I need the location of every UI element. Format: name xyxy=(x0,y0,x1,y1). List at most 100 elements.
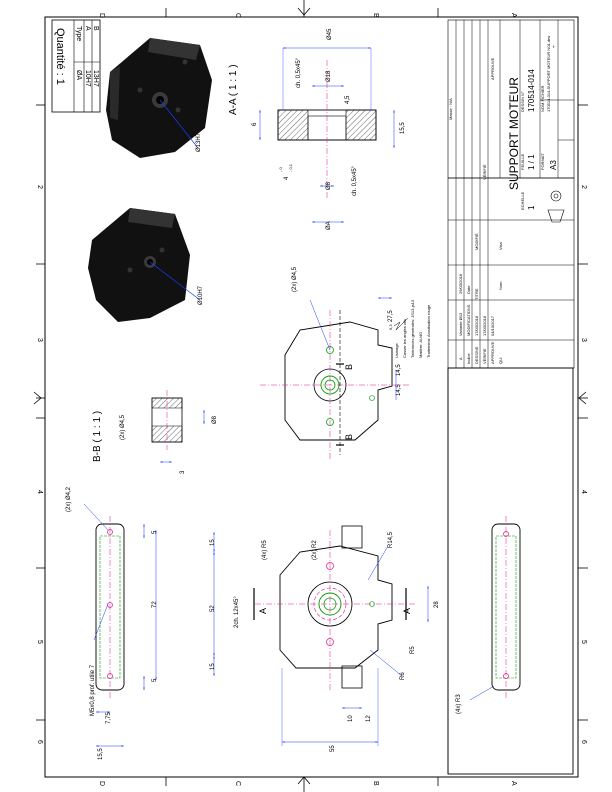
dim-aa-d18: Ø18 xyxy=(326,70,332,82)
rev-letter: A xyxy=(458,357,463,360)
approved-date: 04/10/2017 xyxy=(490,315,495,336)
dim-main-r5b: R5 xyxy=(410,646,416,654)
zone-5-right: 5 xyxy=(580,640,587,644)
dim-main-15b: 15 xyxy=(210,663,216,670)
section-mark-b-top: B xyxy=(344,364,354,370)
dim-side-7-75: 7,75 xyxy=(106,712,112,724)
drawing-title: SUPPORT MOTEUR xyxy=(507,77,521,190)
checked-role: VERIFIE xyxy=(482,348,487,364)
zone-4-left: 4 xyxy=(36,490,43,494)
main-view: A A 15 52 15 2ch. 12x45° (4x) R5 (2x) R2… xyxy=(210,525,440,752)
dim-main-28: 28 xyxy=(434,601,440,608)
dim-top-len: 27,5 xyxy=(388,310,394,322)
modified-label: MODIFIÉ xyxy=(474,233,479,250)
centering-marks xyxy=(33,7,587,785)
dim-main-r5: (4x) R5 xyxy=(262,540,268,560)
section-mark-b-bottom: B xyxy=(344,434,354,440)
zone-c-bottom: C xyxy=(234,781,241,786)
dim-main-10: 10 xyxy=(348,715,354,722)
dim-aa-tol-up: - 0 xyxy=(278,167,283,172)
dim-main-r14: R14,5 xyxy=(388,531,394,548)
note-line2: Tolérances générales: JS13-js13 xyxy=(410,299,415,358)
dim-main-chamfer: 2ch. 12x45° xyxy=(234,596,240,628)
dim-right-r3: (4x) R3 xyxy=(456,694,462,714)
qty-header-type: Type xyxy=(75,26,82,41)
dim-aa-da: ØA xyxy=(326,221,332,230)
label-13h7: Ø13H7 xyxy=(196,132,202,152)
zone-6-left: 6 xyxy=(36,740,43,744)
note-line1: Casser les angles vifs xyxy=(402,319,407,358)
zone-4-right: 4 xyxy=(580,490,587,494)
format-value: A3 xyxy=(549,160,558,170)
note-line4: Traitement: Anodisation rouge xyxy=(426,304,431,358)
sheet-value: 1 / 1 xyxy=(527,154,536,170)
drawing-no-label: DESSIN N° xyxy=(520,91,525,112)
approved-role: APPROUVE xyxy=(490,341,495,364)
rev-text: Variante Ø13 xyxy=(458,312,463,336)
zone-3-right: 3 xyxy=(580,338,587,342)
qty-row-b-type: B xyxy=(92,26,99,31)
dim-main-12: 12 xyxy=(366,715,372,722)
dim-aa-h6: 6 xyxy=(252,122,258,126)
dim-bb-holes: (2x) Ø4,5 xyxy=(120,414,126,440)
rev-header-date: Date xyxy=(466,285,471,294)
scale-value: 1 xyxy=(527,205,536,210)
format-label: FORMAT xyxy=(540,153,545,170)
qty-row-a-type: A xyxy=(84,26,91,31)
dim-side-thread: M5x0,8 prof. utile 7 xyxy=(90,664,96,716)
names-col: Nom xyxy=(498,281,503,290)
section-mark-a-left: A xyxy=(258,608,268,614)
qty-row-a-bore: 10H7 xyxy=(84,70,91,87)
dim-aa-depth: 4,5 xyxy=(345,95,351,104)
mass-label: Masse : N/A xyxy=(448,98,453,120)
drawing-no: 170514-014 xyxy=(527,69,536,112)
dim-aa-tol-main: 4 xyxy=(284,176,290,180)
dim-side-15-5: 15,5 xyxy=(98,748,104,760)
top-view: (2x) Ø4,5 27,5 14,5 14,5 B B xyxy=(260,266,410,460)
note-line3: Matière: AU4G xyxy=(418,332,423,358)
dim-main-15a: 15 xyxy=(210,539,216,546)
sheet-border xyxy=(44,16,579,778)
dim-bb-d8: Ø8 xyxy=(212,415,218,424)
dim-side-72: 72 xyxy=(152,601,158,608)
iso-view-10h7: Ø10H7 xyxy=(88,208,204,322)
rev-date: 29/03/2018 xyxy=(458,273,463,294)
qty-header-da: ØA xyxy=(75,70,82,80)
dim-top-w2: 14,5 xyxy=(396,384,402,396)
scale-label: ECHELLE xyxy=(520,191,525,210)
dim-bb-h3: 3 xyxy=(180,470,186,474)
zone-b-bottom: B xyxy=(372,781,379,786)
quantity-title: Quantité : 1 xyxy=(54,28,66,85)
label-10h7: Ø10H7 xyxy=(198,285,204,305)
drawn-date: 17/03/2018 xyxy=(474,315,479,336)
title-block: A Variante Ø13 29/03/2018 Indice MODIFIC… xyxy=(447,19,575,775)
section-mark-a-right: A xyxy=(402,608,412,614)
drawn-role: DESSINE xyxy=(474,346,479,364)
dim-aa-tol-low: - 0,1 xyxy=(288,163,293,172)
side-view-right: (4x) R3 xyxy=(456,516,521,714)
zone-d-bottom: D xyxy=(98,781,105,786)
zone-b-top: B xyxy=(372,13,379,18)
projection-symbol-icon xyxy=(547,190,565,223)
rev-header-index: Indice xyxy=(466,353,471,364)
quantity-table: Quantité : 1 Type ØA A 10H7 B 13H7 xyxy=(51,19,101,113)
dim-side-5b: 5 xyxy=(152,678,158,682)
dim-main-52: 52 xyxy=(210,605,216,612)
visa-col: Visa xyxy=(498,242,503,250)
section-bb-title: B-B ( 1 : 1 ) xyxy=(92,411,103,462)
dim-aa-chamfer-top: ch. 0,5x45° xyxy=(296,57,302,88)
zone-labels: D C B A D C B A 2 3 4 5 6 2 3 4 5 6 xyxy=(36,13,587,786)
dim-top-w1: 14,5 xyxy=(396,364,402,376)
qty-row-b-bore: 13H7 xyxy=(92,70,99,87)
rev-dash: - xyxy=(549,45,558,48)
section-aa: A-A ( 1 : 1 ) Ø45 ch. 0,5x45° Ø18 4,5 6 … xyxy=(228,28,406,230)
dim-side-holes: (2x) Ø4,2 xyxy=(66,486,72,512)
file-label: NOM FICHIER xyxy=(540,85,545,112)
zone-2-right: 2 xyxy=(580,185,587,189)
zone-6-right: 6 xyxy=(580,740,587,744)
section-bb: B-B ( 1 : 1 ) (2x) Ø4,5 Ø8 3 xyxy=(92,390,218,474)
dim-aa-h15-5: 15,5 xyxy=(400,122,406,134)
sheet-label: FEUILLE xyxy=(520,153,525,170)
dim-aa-chamfer-bot: ch. 0,5x45° xyxy=(352,165,358,196)
